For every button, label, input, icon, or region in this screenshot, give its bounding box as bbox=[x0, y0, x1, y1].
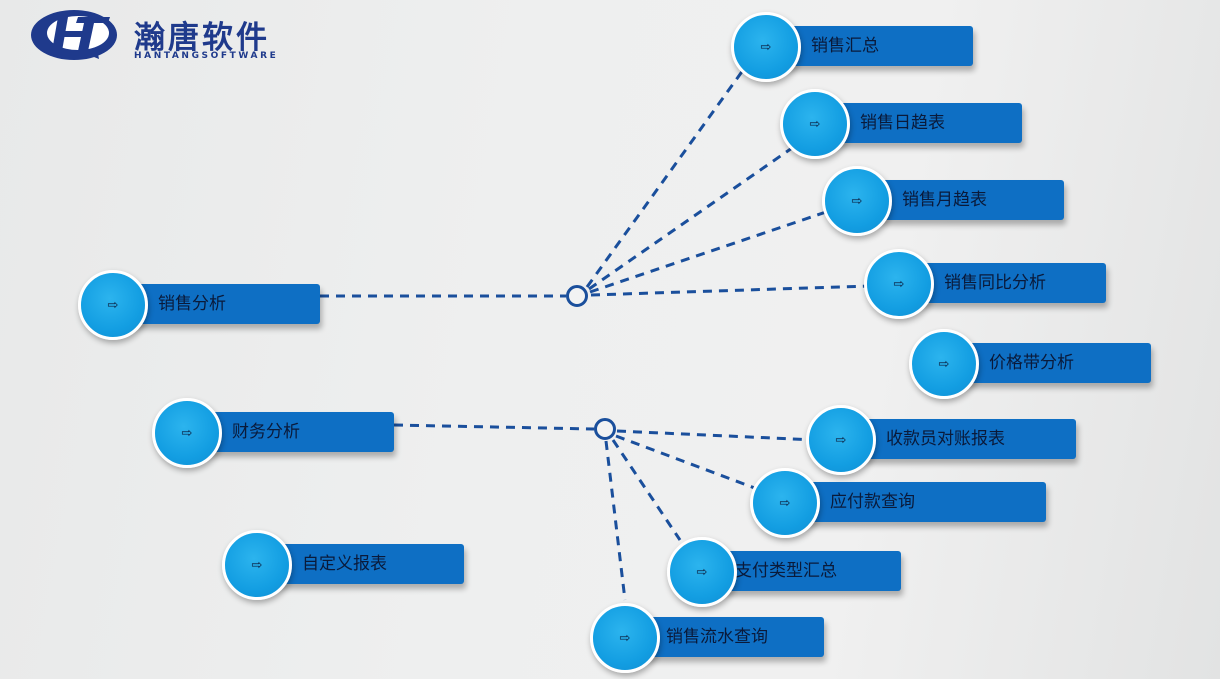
node-label: 销售月趋表 bbox=[902, 190, 987, 210]
link-payment-type-summary bbox=[611, 439, 682, 541]
arrow-button[interactable]: ⇨ bbox=[731, 12, 801, 82]
node-label: 财务分析 bbox=[232, 422, 300, 442]
node-bar bbox=[949, 343, 1151, 383]
arrow-button[interactable]: ⇨ bbox=[222, 530, 292, 600]
finance-junction-node bbox=[594, 418, 616, 440]
node-bar bbox=[262, 544, 464, 584]
arrow-button[interactable]: ⇨ bbox=[750, 468, 820, 538]
arrow-button[interactable]: ⇨ bbox=[78, 270, 148, 340]
node-sales-daily-trend[interactable]: 销售日趋表 ⇨ bbox=[780, 89, 1024, 159]
node-bar bbox=[630, 617, 824, 657]
arrow-right-icon: ⇨ bbox=[851, 193, 863, 209]
node-bar bbox=[820, 103, 1022, 143]
link-sales-daily-trend bbox=[588, 146, 793, 291]
arrow-button[interactable]: ⇨ bbox=[822, 166, 892, 236]
hantang-logo-icon bbox=[31, 10, 117, 60]
arrow-button[interactable]: ⇨ bbox=[909, 329, 979, 399]
link-payables-query bbox=[615, 434, 761, 492]
node-sales-analysis[interactable]: 销售分析 ⇨ bbox=[78, 270, 322, 340]
node-bar bbox=[846, 419, 1076, 459]
logo-subtitle: HANTANGSOFTWARE bbox=[134, 51, 279, 61]
arrow-right-icon: ⇨ bbox=[760, 39, 772, 55]
logo-title: 瀚唐软件 bbox=[134, 20, 270, 56]
arrow-right-icon: ⇨ bbox=[809, 116, 821, 132]
node-label: 自定义报表 bbox=[302, 554, 387, 574]
arrow-button[interactable]: ⇨ bbox=[806, 405, 876, 475]
node-sales-yoy-analysis[interactable]: 销售同比分析 ⇨ bbox=[864, 249, 1108, 319]
node-bar bbox=[904, 263, 1106, 303]
arrow-right-icon: ⇨ bbox=[938, 356, 950, 372]
company-logo: 瀚唐软件 HANTANGSOFTWARE bbox=[28, 5, 328, 65]
sales-junction-node bbox=[566, 285, 588, 307]
node-label: 支付类型汇总 bbox=[735, 561, 837, 581]
node-bar bbox=[790, 482, 1046, 522]
link-sales-monthly-trend bbox=[589, 208, 833, 294]
node-label: 收款员对账报表 bbox=[886, 429, 1005, 449]
arrow-right-icon: ⇨ bbox=[181, 425, 193, 441]
node-bar bbox=[771, 26, 973, 66]
arrow-button[interactable]: ⇨ bbox=[780, 89, 850, 159]
node-payment-type-summary[interactable]: 支付类型汇总 ⇨ bbox=[667, 537, 903, 607]
node-label: 价格带分析 bbox=[989, 353, 1074, 373]
arrow-right-icon: ⇨ bbox=[619, 630, 631, 646]
node-bar bbox=[192, 412, 394, 452]
node-finance-analysis[interactable]: 财务分析 ⇨ bbox=[152, 398, 396, 468]
node-bar bbox=[707, 551, 901, 591]
node-sales-flow-query[interactable]: 销售流水查询 ⇨ bbox=[590, 603, 826, 673]
node-sales-monthly-trend[interactable]: 销售月趋表 ⇨ bbox=[822, 166, 1066, 236]
node-bar bbox=[862, 180, 1064, 220]
arrow-right-icon: ⇨ bbox=[893, 276, 905, 292]
link-cashier-reconciliation bbox=[616, 429, 817, 442]
arrow-right-icon: ⇨ bbox=[779, 495, 791, 511]
arrow-right-icon: ⇨ bbox=[835, 432, 847, 448]
node-bar bbox=[118, 284, 320, 324]
node-label: 应付款查询 bbox=[830, 492, 915, 512]
link-sales-yoy-analysis bbox=[590, 284, 871, 297]
arrow-right-icon: ⇨ bbox=[107, 297, 119, 313]
arrow-button[interactable]: ⇨ bbox=[864, 249, 934, 319]
arrow-button[interactable]: ⇨ bbox=[152, 398, 222, 468]
node-label: 销售流水查询 bbox=[666, 627, 768, 647]
node-label: 销售汇总 bbox=[811, 36, 879, 56]
node-label: 销售同比分析 bbox=[944, 273, 1046, 293]
arrow-right-icon: ⇨ bbox=[696, 564, 708, 580]
node-label: 销售分析 bbox=[158, 294, 226, 314]
node-cashier-reconciliation[interactable]: 收款员对账报表 ⇨ bbox=[806, 405, 1078, 475]
link-sales-summary bbox=[585, 65, 748, 288]
node-price-band-analysis[interactable]: 价格带分析 ⇨ bbox=[909, 329, 1153, 399]
arrow-button[interactable]: ⇨ bbox=[667, 537, 737, 607]
node-payables-query[interactable]: 应付款查询 ⇨ bbox=[750, 468, 1048, 538]
link-sales-flow-query bbox=[604, 440, 627, 601]
link-finance-analysis bbox=[393, 423, 595, 431]
arrow-right-icon: ⇨ bbox=[251, 557, 263, 573]
node-custom-report[interactable]: 自定义报表 ⇨ bbox=[222, 530, 466, 600]
arrow-button[interactable]: ⇨ bbox=[590, 603, 660, 673]
node-sales-summary[interactable]: 销售汇总 ⇨ bbox=[731, 12, 975, 82]
node-label: 销售日趋表 bbox=[860, 113, 945, 133]
